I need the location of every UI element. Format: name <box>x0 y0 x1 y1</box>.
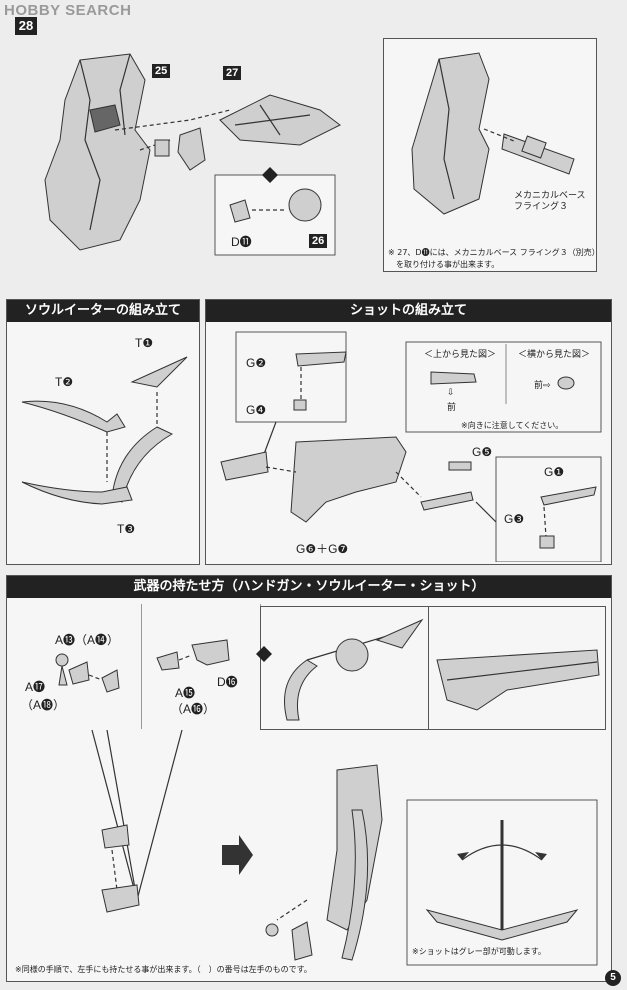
part-d11-label: D⓫ <box>231 235 252 249</box>
front-side-label: 前⇨ <box>534 381 551 391</box>
left-hand-note: ※同様の手順で、左手にも持たせる事が出来ます。（ ）の番号は左手のものです。 <box>15 965 312 974</box>
g5-label: G❺ <box>472 445 493 459</box>
a15-label: A⓯ <box>175 686 196 700</box>
g1-label: G❶ <box>544 465 565 479</box>
t1-label: T❶ <box>135 336 154 350</box>
front-label: 前 <box>447 403 457 413</box>
step28-drawing <box>44 53 341 256</box>
watermark: HOBBY SEARCH <box>4 2 132 19</box>
step28-note-line1: ※ 27、D⓫には、メカニカルベース フライング３（別売） <box>388 248 600 257</box>
step28-note-line2: を取り付ける事が出来ます。 <box>396 260 500 269</box>
view-top-label: ＜上から見た図＞ <box>424 350 497 360</box>
part-25-label: 25 <box>152 64 171 78</box>
g4-label: G❹ <box>246 403 267 417</box>
weapon-panel: 武器の持たせ方（ハンドガン・ソウルイーター・ショット） <box>6 575 612 982</box>
shot-title: ショットの組み立て <box>206 300 611 322</box>
step28-illustration <box>20 40 380 290</box>
hand-box <box>11 604 142 729</box>
a16-label: （A⓰） <box>171 702 216 716</box>
view-side-label: ＜横から見た図＞ <box>518 350 591 360</box>
arrow-down-glyph: ⇩ <box>447 388 455 398</box>
t2-label: T❷ <box>55 375 74 389</box>
t3-label: T❸ <box>117 522 136 536</box>
soul-eater-drawing <box>21 356 188 505</box>
shot-note: ※ショットはグレー部が可動します。 <box>412 947 546 956</box>
soul-eater-panel: ソウルイーターの組み立て T❶ T❷ T❸ <box>6 299 200 565</box>
step28-note-panel: メカニカルベース フライング３ ※ 27、D⓫には、メカニカルベース フライング… <box>383 38 600 272</box>
weapon-drawing <box>55 618 600 966</box>
shot-panel: ショットの組み立て G❷ G❹ G❺ G❻＋G❼ G❶ G❸ ＜上から見た図＞ … <box>205 299 612 565</box>
page-number: 5 <box>605 970 621 986</box>
step-number: 28 <box>15 17 37 35</box>
g6g7-label: G❻＋G❼ <box>296 542 349 556</box>
d16-label: D⓰ <box>217 675 238 689</box>
weapon-title: 武器の持たせ方（ハンドガン・ソウルイーター・ショット） <box>7 576 611 598</box>
shot-drawing <box>220 331 602 562</box>
a17-label: A⓱ <box>25 680 46 694</box>
flying3-label: メカニカルベース フライング３ <box>514 191 586 212</box>
a18-label: （A⓲） <box>21 698 66 712</box>
part-26-label: 26 <box>309 234 328 248</box>
step28-note-drawing <box>411 52 575 215</box>
soul-eater-title: ソウルイーターの組み立て <box>7 300 199 322</box>
part-27-label: 27 <box>223 66 242 80</box>
g3-label: G❸ <box>504 512 525 526</box>
g2-label: G❷ <box>246 356 267 370</box>
orientation-note: ※向きに注意してください。 <box>461 421 564 430</box>
a13-label: A⓭（A⓮） <box>55 633 120 647</box>
